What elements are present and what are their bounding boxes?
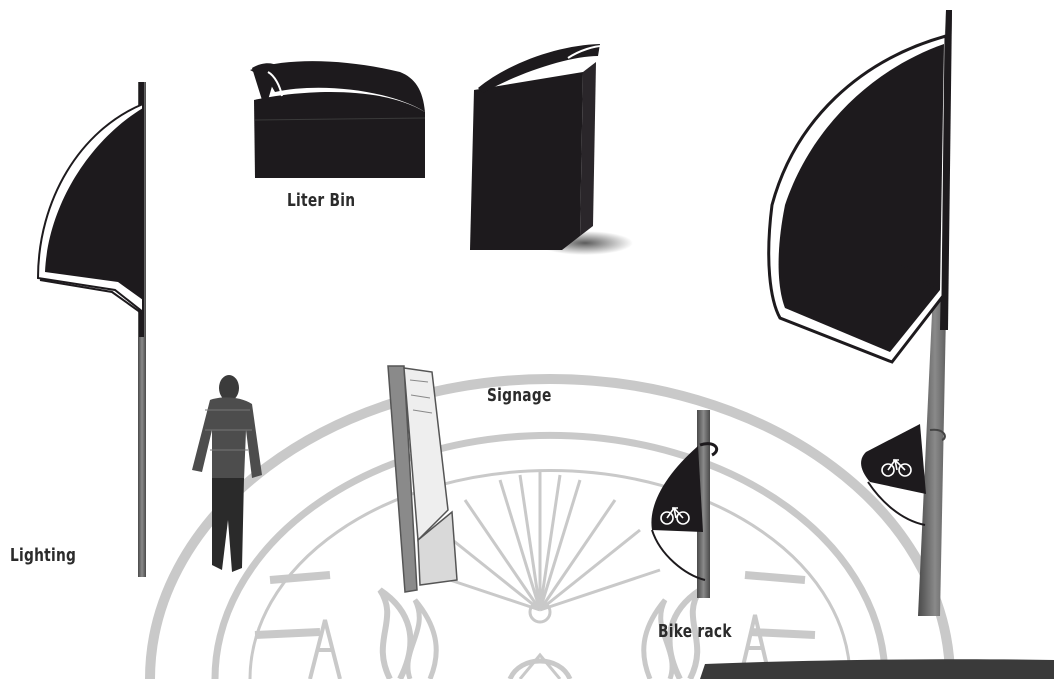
signage-post bbox=[388, 366, 457, 592]
liter-bin-label: Liter Bin bbox=[287, 190, 355, 211]
liter-bin-side-view bbox=[250, 61, 425, 178]
liter-bin-perspective bbox=[470, 44, 633, 255]
lighting-pole-right bbox=[769, 10, 952, 616]
bike-rack-label: Bike rack bbox=[658, 621, 732, 642]
lighting-label: Lighting bbox=[10, 545, 76, 566]
bike-rack bbox=[651, 410, 716, 598]
university-seal-watermark bbox=[150, 379, 950, 679]
signage-label: Signage bbox=[487, 385, 552, 406]
lighting-pole-left bbox=[38, 82, 146, 577]
pedestrian-figure bbox=[192, 375, 262, 572]
dark-band bbox=[700, 659, 1054, 679]
